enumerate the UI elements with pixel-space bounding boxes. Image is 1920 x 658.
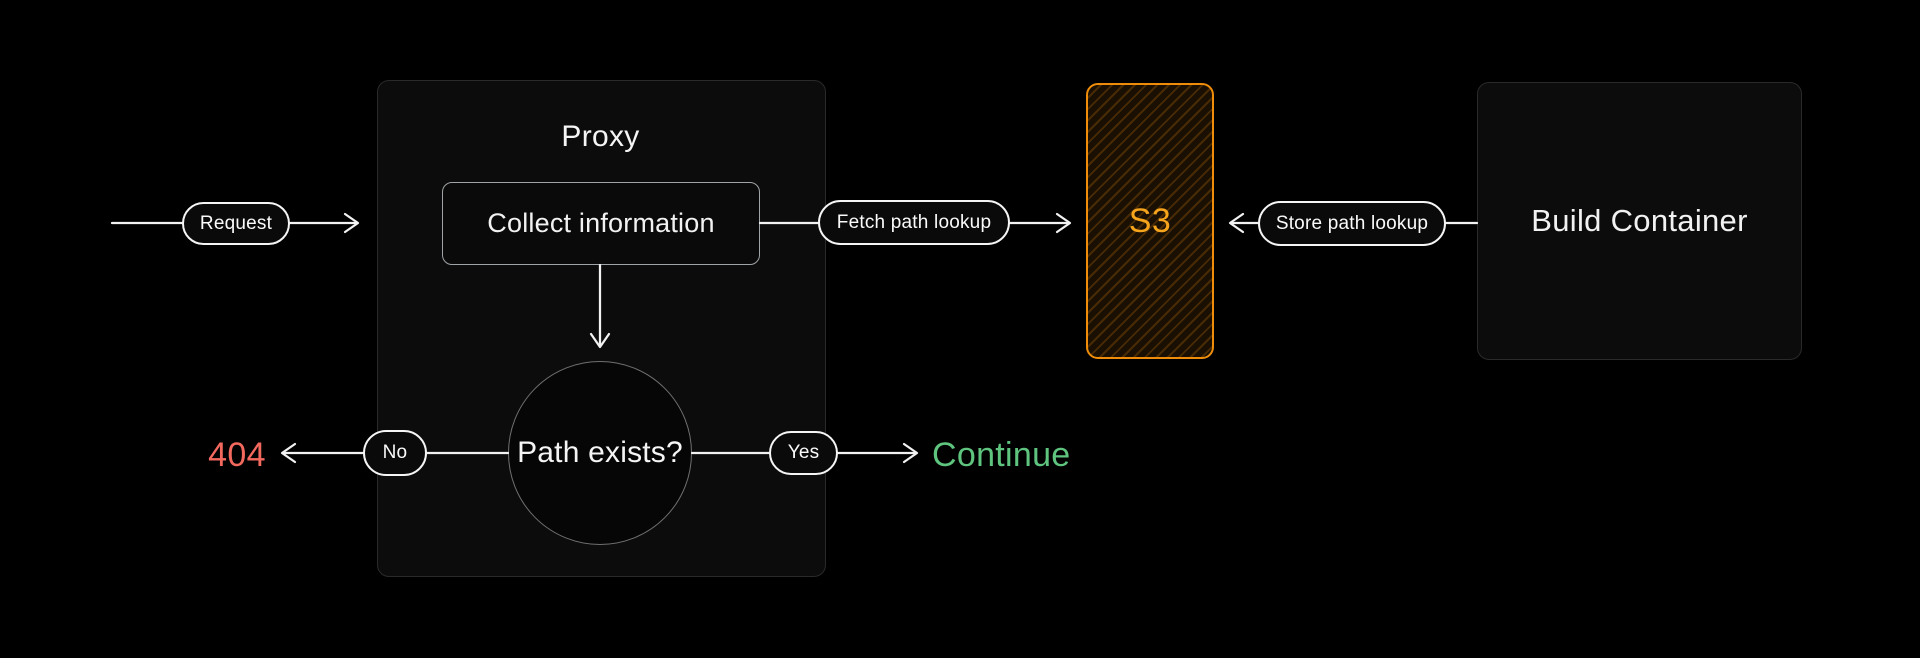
s3-node: S3 — [1086, 83, 1214, 359]
continue-label: Continue — [932, 436, 1071, 474]
yes-arrowhead-icon — [902, 442, 919, 464]
yes-branch-label: Yes — [787, 442, 820, 463]
store-path-lookup-pill: Store path lookup — [1258, 201, 1446, 246]
build-container-label: Build Container — [1531, 203, 1748, 238]
collect-information-label: Collect information — [487, 208, 715, 238]
fetch-arrowhead-icon — [1055, 212, 1072, 234]
fetch-path-lookup-pill: Fetch path lookup — [818, 200, 1010, 245]
down-arrowhead-icon — [589, 332, 611, 349]
store-arrowhead-icon — [1228, 212, 1245, 234]
proxy-title: Proxy — [561, 120, 640, 153]
no-arrowhead-icon — [280, 442, 297, 464]
no-branch-pill: No — [363, 430, 427, 476]
build-container-node: Build Container — [1477, 82, 1802, 360]
path-exists-label: Path exists? — [517, 436, 683, 469]
fetch-path-lookup-label: Fetch path lookup — [836, 211, 992, 233]
request-pill: Request — [182, 202, 290, 245]
store-path-lookup-label: Store path lookup — [1275, 212, 1429, 234]
path-exists-decision-node: Path exists? — [508, 361, 692, 545]
no-branch-label: No — [382, 442, 408, 463]
yes-branch-pill: Yes — [769, 431, 838, 475]
request-arrowhead-icon — [343, 212, 360, 234]
s3-label: S3 — [1128, 201, 1172, 240]
status-404-label: 404 — [208, 436, 266, 474]
request-pill-label: Request — [199, 212, 273, 234]
